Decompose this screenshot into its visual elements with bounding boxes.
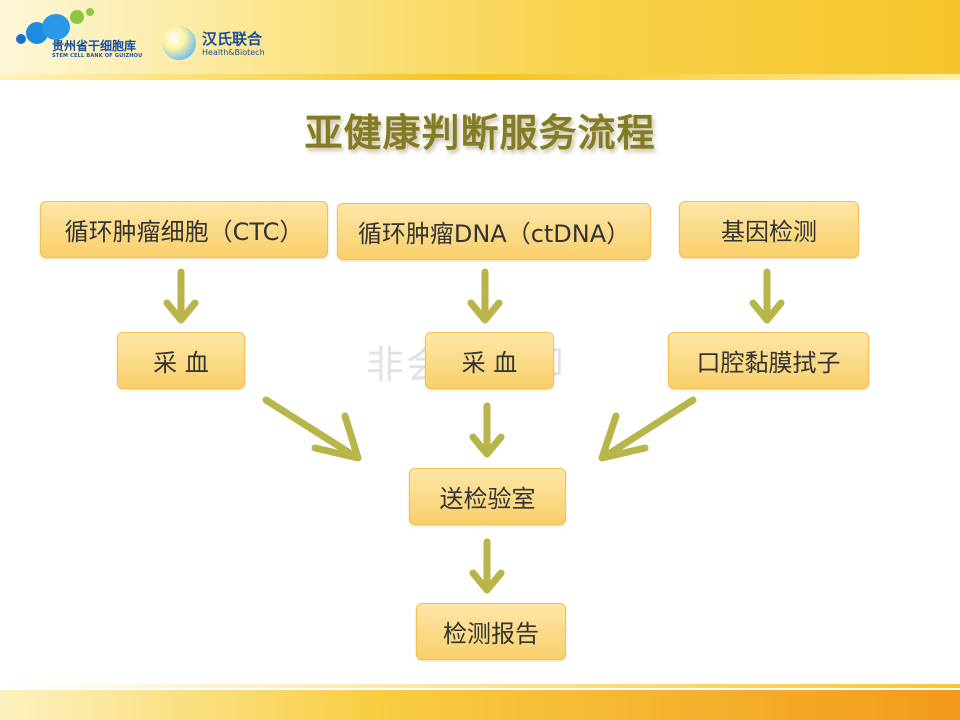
arrow-blood1-to-lab [262, 396, 362, 462]
node-oral-swab: 口腔黏膜拭子 [668, 332, 869, 389]
page-title: 亚健康判断服务流程 [304, 111, 656, 155]
arrow-ctdna-to-blood2 [467, 268, 503, 324]
footer-divider [0, 684, 960, 688]
logo2-subtitle: Health&Biotech [202, 48, 265, 57]
node-blood-draw-2: 采 血 [425, 332, 554, 389]
logo1-subtitle: STEM CELL BANK OF GUIZHOU [52, 53, 143, 59]
node-ctdna: 循环肿瘤DNA（ctDNA） [337, 203, 651, 260]
arrow-lab-to-report [469, 538, 505, 594]
node-test-report: 检测报告 [416, 603, 566, 660]
node-gene-test: 基因检测 [679, 201, 859, 258]
stem-cell-bank-logo [12, 6, 152, 68]
node-ctc: 循环肿瘤细胞（CTC） [40, 201, 328, 258]
node-send-to-lab: 送检验室 [409, 468, 566, 525]
arrow-swab-to-lab [598, 396, 697, 462]
logo2-name: 汉氏联合 [202, 30, 263, 48]
node-blood-draw-1: 采 血 [117, 332, 245, 389]
logo1-name: 贵州省干细胞库 [52, 39, 137, 53]
header-divider [0, 74, 960, 80]
arrow-ctc-to-blood1 [163, 268, 199, 324]
footer-bar [0, 690, 960, 720]
arrow-blood2-to-lab [469, 402, 505, 458]
header-bar [0, 0, 960, 74]
health-biotech-logo-icon [162, 26, 196, 60]
arrow-gene-to-swab [749, 268, 785, 324]
